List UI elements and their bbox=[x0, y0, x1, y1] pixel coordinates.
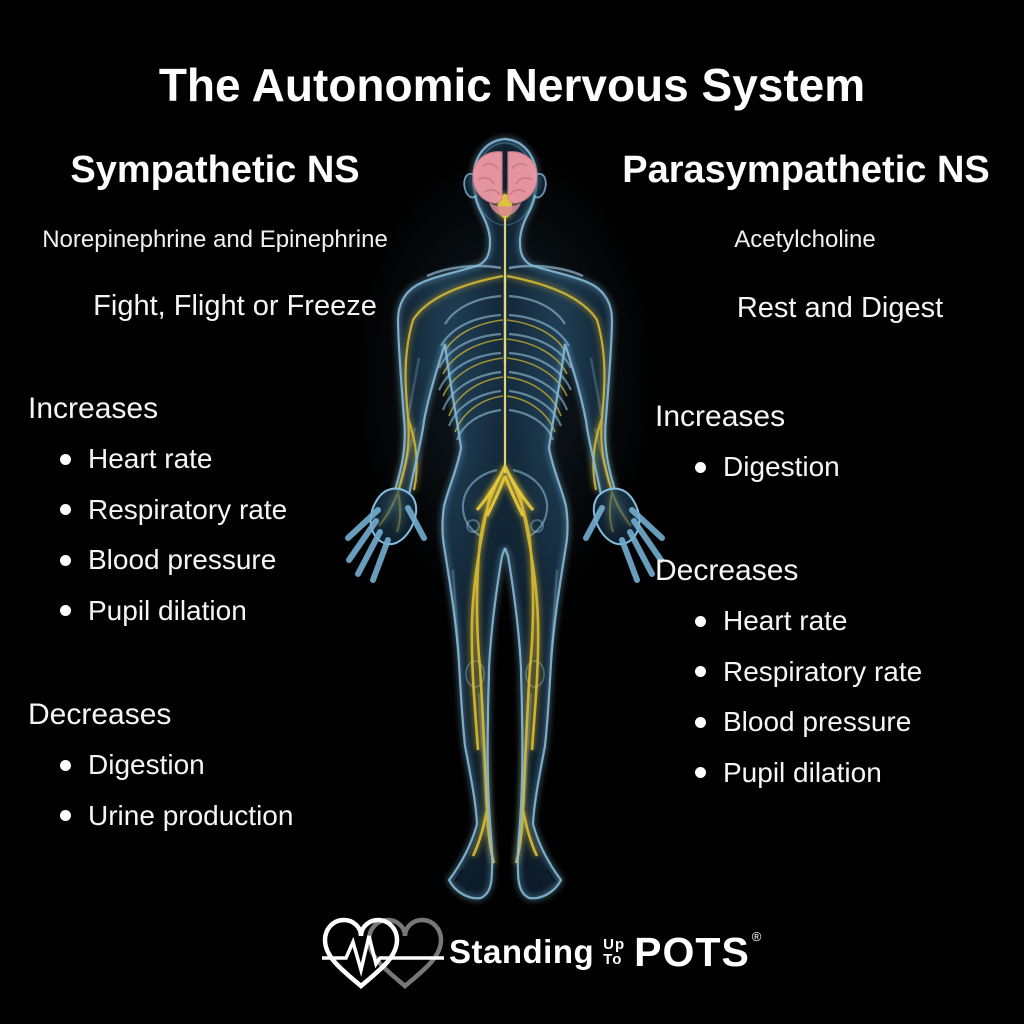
list-item-text: Pupil dilation bbox=[88, 594, 247, 626]
body-half bbox=[503, 137, 665, 900]
list-item: Pupil dilation bbox=[655, 748, 922, 799]
bullet-dot bbox=[60, 504, 71, 516]
bullet-dot bbox=[60, 810, 71, 822]
list-item-text: Respiratory rate bbox=[723, 655, 923, 687]
brand-logo: Standing Up To POTS ® bbox=[320, 910, 761, 994]
increases-label: Increases bbox=[655, 400, 786, 433]
sympathetic-heading: Sympathetic NS bbox=[70, 149, 360, 191]
parasympathetic-increases-list: Increases Digestion bbox=[655, 400, 840, 493]
bullet-dot bbox=[60, 554, 71, 566]
bullet-dot bbox=[695, 767, 706, 779]
list-item: Respiratory rate bbox=[28, 485, 287, 536]
bullet-dot bbox=[695, 666, 706, 678]
page-title: The Autonomic Nervous System bbox=[158, 59, 866, 111]
list-item: Digestion bbox=[655, 442, 840, 493]
sympathetic-decreases-list: Decreases Digestion Urine production bbox=[28, 698, 293, 841]
toe-lines bbox=[535, 869, 557, 891]
parasympathetic-heading: Parasympathetic NS bbox=[622, 149, 990, 191]
cerebellum bbox=[489, 202, 521, 216]
heart-outline-icon bbox=[369, 920, 441, 986]
list-item-text: Blood pressure bbox=[723, 706, 912, 738]
logo-word-to: To bbox=[603, 951, 623, 968]
list-item: Blood pressure bbox=[655, 697, 922, 748]
sympathetic-slogan: Fight, Flight or Freeze bbox=[93, 290, 377, 322]
logo-word-upto: Up To bbox=[603, 937, 625, 967]
parasympathetic-decreases-list: Decreases Heart rate Respiratory rate Bl… bbox=[655, 554, 922, 798]
list-item: Heart rate bbox=[655, 596, 922, 647]
bullet-dot bbox=[60, 759, 71, 771]
bullet-dot bbox=[60, 605, 71, 617]
sympathetic-increases-list: Increases Heart rate Respiratory rate Bl… bbox=[28, 392, 287, 636]
hip-joint bbox=[530, 519, 544, 533]
list-item-text: Urine production bbox=[88, 799, 294, 831]
list-item-text: Heart rate bbox=[88, 443, 213, 475]
brain-illustration bbox=[472, 151, 538, 218]
list-item: Urine production bbox=[28, 791, 293, 842]
list-item-text: Respiratory rate bbox=[88, 493, 288, 525]
increases-label: Increases bbox=[28, 392, 159, 425]
ekg-line bbox=[322, 935, 444, 977]
list-item: Respiratory rate bbox=[655, 647, 922, 698]
list-item: Pupil dilation bbox=[28, 586, 287, 637]
hand bbox=[583, 487, 665, 583]
bullet-dot bbox=[695, 615, 706, 627]
list-item: Heart rate bbox=[28, 434, 287, 485]
pelvis-bone bbox=[512, 468, 549, 537]
decreases-label: Decreases bbox=[28, 698, 172, 731]
kneecap bbox=[525, 660, 545, 688]
bullet-dot bbox=[695, 716, 706, 728]
brain-gyri bbox=[477, 163, 533, 196]
list-item-text: Blood pressure bbox=[88, 544, 277, 576]
brand-wordmark: Standing Up To POTS ® bbox=[449, 929, 761, 976]
logo-word-standing: Standing bbox=[449, 933, 595, 970]
clavicle-bone bbox=[508, 264, 584, 278]
bullet-dot bbox=[695, 461, 706, 473]
list-item-text: Heart rate bbox=[723, 605, 848, 637]
parasympathetic-slogan: Rest and Digest bbox=[736, 292, 944, 324]
list-item: Digestion bbox=[28, 740, 293, 791]
list-item-text: Pupil dilation bbox=[723, 756, 882, 788]
decreases-label: Decreases bbox=[655, 554, 799, 587]
list-item-text: Digestion bbox=[723, 451, 840, 483]
registered-mark: ® bbox=[751, 928, 762, 944]
parasympathetic-neurotransmitter: Acetylcholine bbox=[734, 226, 876, 253]
human-body-nervous-system-illustration bbox=[325, 118, 665, 918]
sacral-nerve-bundle bbox=[475, 465, 535, 517]
heart-ekg-icon bbox=[322, 910, 444, 994]
logo-word-up: Up bbox=[603, 936, 626, 953]
bullet-dot bbox=[60, 453, 71, 465]
list-item-text: Digestion bbox=[88, 749, 205, 781]
sympathetic-neurotransmitters: Norepinephrine and Epinephrine bbox=[42, 226, 388, 253]
logo-word-pots: POTS bbox=[634, 928, 750, 975]
list-item: Blood pressure bbox=[28, 535, 287, 586]
leg-nerves bbox=[509, 477, 540, 864]
